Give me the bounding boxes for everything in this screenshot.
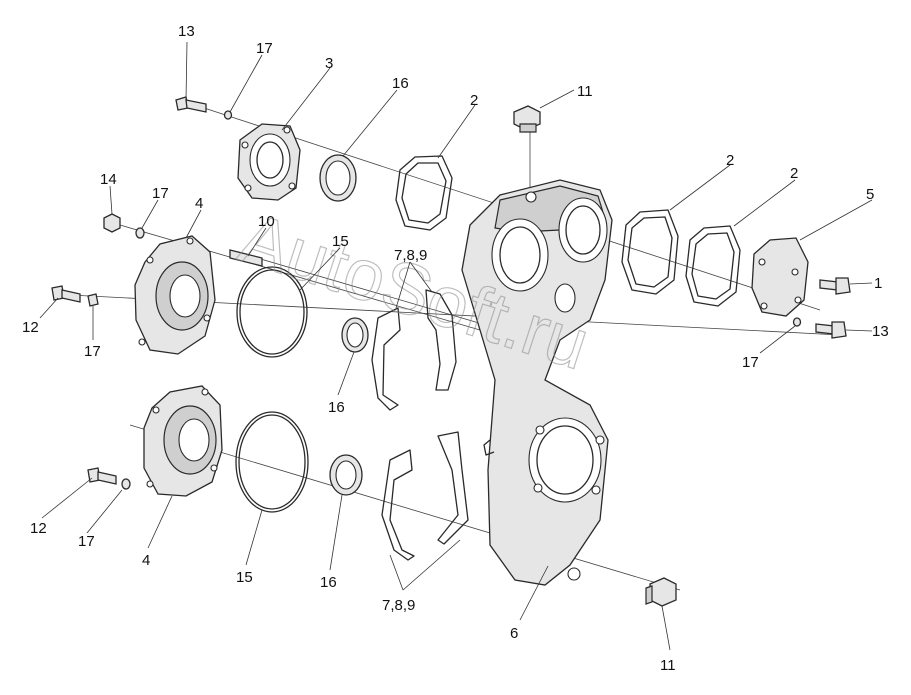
end-cover xyxy=(751,237,809,317)
callout-10: 10 xyxy=(258,213,275,230)
o-ring-lower xyxy=(235,411,309,513)
callout-12-bottom: 12 xyxy=(30,520,47,537)
gasket-right-a xyxy=(621,209,679,295)
seal-ring-mid xyxy=(341,317,369,353)
upper-flange-cover xyxy=(237,123,301,201)
callout-11-bottom: 11 xyxy=(660,657,676,674)
callout-12-top: 12 xyxy=(22,319,39,336)
callout-6: 6 xyxy=(510,625,518,642)
callout-17-left-mid: 17 xyxy=(84,343,101,360)
o-ring-upper xyxy=(236,266,308,358)
callout-17-bottom: 17 xyxy=(78,533,95,550)
bolt-left-mid xyxy=(51,285,99,307)
bolt-left-bottom xyxy=(87,467,131,490)
bolt-right-upper xyxy=(819,277,851,295)
gear-housing xyxy=(461,179,613,586)
callout-16-bottom: 16 xyxy=(320,574,337,591)
callout-4-bottom: 4 xyxy=(142,552,150,569)
callout-2-right-a: 2 xyxy=(726,152,734,169)
bolt-top-left xyxy=(175,96,233,120)
callout-17-top: 17 xyxy=(256,40,273,57)
callout-labels: 13 17 3 16 2 11 2 2 5 1 13 17 14 17 4 10… xyxy=(22,23,889,674)
callout-3: 3 xyxy=(325,55,333,72)
callout-17-right: 17 xyxy=(742,354,759,371)
gasket-right-b xyxy=(685,225,741,307)
callout-14: 14 xyxy=(100,171,117,188)
callout-16-top: 16 xyxy=(392,75,409,92)
callout-13-top: 13 xyxy=(178,23,195,40)
flange-housing-lower xyxy=(143,385,223,497)
callout-4-top: 4 xyxy=(195,195,203,212)
seal-ring-top xyxy=(319,154,357,202)
leader-lines xyxy=(39,41,873,651)
callout-16-mid: 16 xyxy=(328,399,345,416)
callout-11-top: 11 xyxy=(577,83,593,100)
plug-bottom xyxy=(645,577,677,607)
callout-789-bottom: 7,8,9 xyxy=(382,597,415,614)
callout-5: 5 xyxy=(866,186,874,203)
callout-17-left-top: 17 xyxy=(152,185,169,202)
callout-15-bottom: 15 xyxy=(236,569,253,586)
callout-1: 1 xyxy=(874,275,882,292)
callout-15-top: 15 xyxy=(332,233,349,250)
seal-ring-bottom xyxy=(329,454,363,496)
stud xyxy=(229,249,263,267)
nut-left xyxy=(103,213,145,239)
plug-top xyxy=(513,105,541,133)
callout-2-right-b: 2 xyxy=(790,165,798,182)
callout-13-right: 13 xyxy=(872,323,889,340)
shim-set-lower xyxy=(381,431,469,561)
shim-set-upper xyxy=(371,289,457,411)
flange-housing-upper xyxy=(134,235,216,355)
callout-2-gasket: 2 xyxy=(470,92,478,109)
callout-789-top: 7,8,9 xyxy=(394,247,427,264)
gasket-left xyxy=(395,155,453,231)
bolt-right-lower xyxy=(792,317,847,339)
